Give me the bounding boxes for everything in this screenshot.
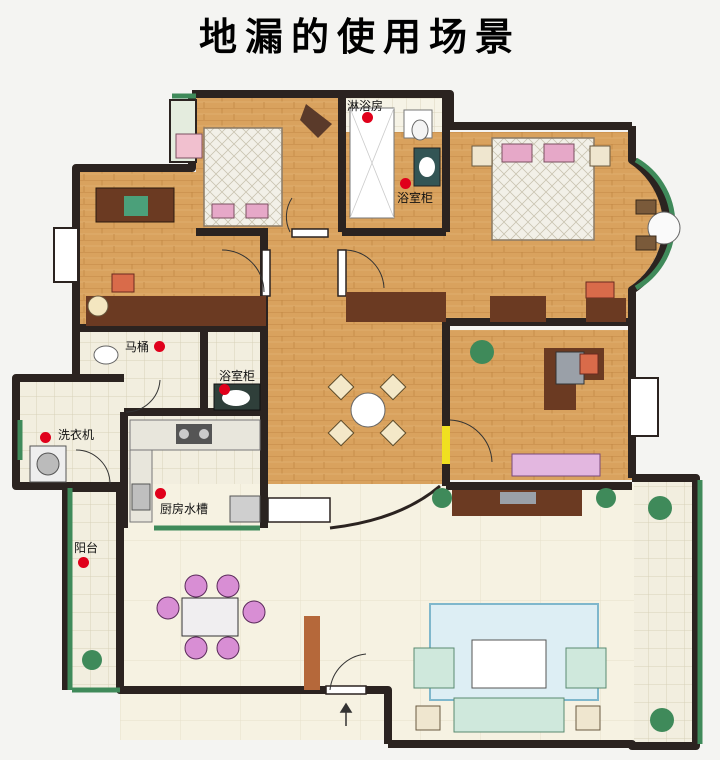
marker-label-bath-cabinet-guest: 浴室柜 [219,369,256,383]
bay-window-floor [628,160,664,288]
marker-label-washing-machine: 洗衣机 [58,428,95,442]
toilet-fixtures [93,345,261,411]
bedroom-2-furniture [175,104,332,227]
marker-label-kitchen-sink: 厨房水槽 [160,502,209,516]
marker-label-shower-room: 淋浴房 [347,99,384,113]
marker-dot-kitchen-sink [155,488,166,499]
plants [82,488,674,732]
laundry-fixtures [29,445,67,483]
marker-dot-toilet [154,341,165,352]
kitchen-fixtures [129,419,261,523]
page-title: 地漏的使用场景 [198,15,521,59]
marker-label-balcony: 阳台 [74,541,99,555]
entrance-arrow [339,702,353,726]
dining-set [327,373,441,530]
living-furniture [156,490,607,733]
shower-room-fixtures [349,107,441,219]
marker-label-toilet: 马桶 [125,340,150,354]
marker-dot-washing-machine [40,432,51,443]
marker-dot-bath-cabinet-master [400,178,411,189]
marker-dot-shower-room [362,112,373,123]
study-furniture [86,187,266,326]
master-bedroom-furniture [346,137,681,322]
marker-dot-balcony [78,557,89,568]
marker-label-bath-cabinet-master: 浴室柜 [397,191,434,205]
hall-floor [268,232,446,522]
marker-dot-bath-cabinet-guest [219,384,230,395]
office-furniture [470,340,604,477]
balcony-right-floor [634,480,694,742]
